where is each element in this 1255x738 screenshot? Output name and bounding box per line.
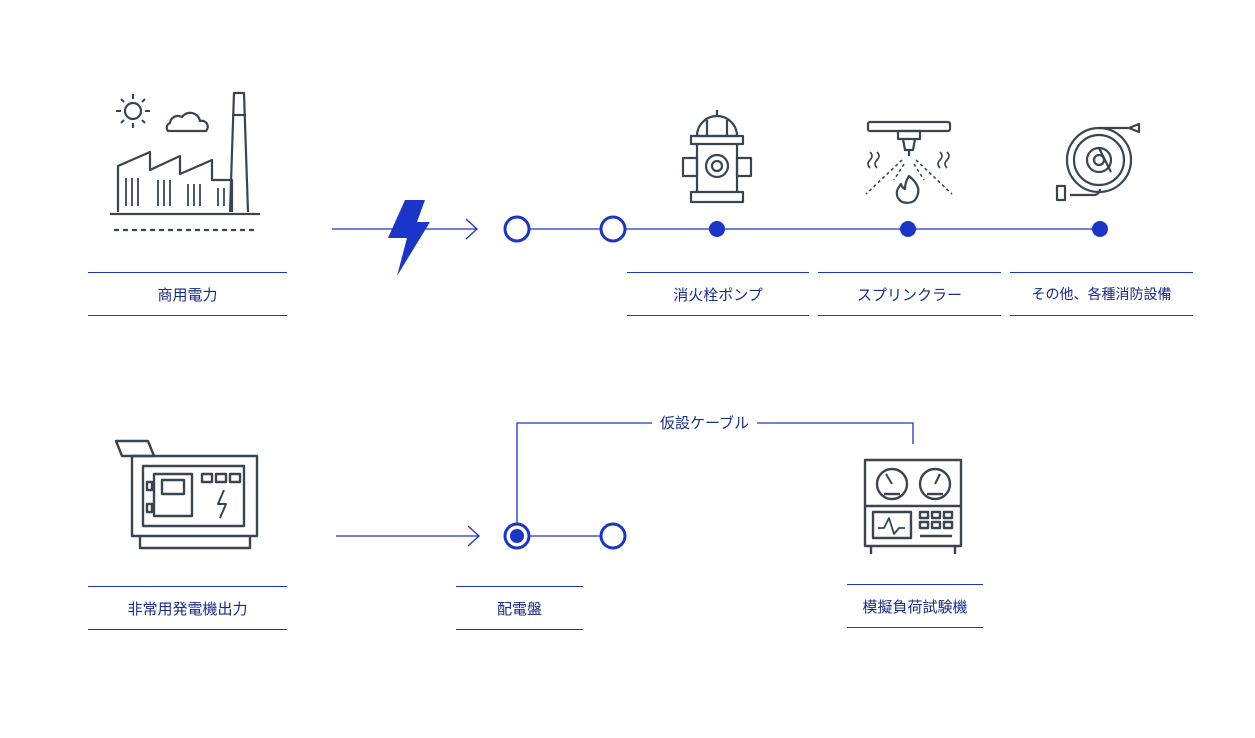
fire-pump-label: 消火栓ポンプ: [627, 272, 809, 316]
load-tester-icon: [863, 458, 963, 554]
other-equipment-label: その他、各種消防設備: [1010, 272, 1193, 316]
top-node-sprinkler: [900, 221, 916, 237]
generator-icon: [114, 439, 259, 550]
switchboard-label: 配電盤: [456, 586, 583, 630]
bottom-input-arrow: [336, 525, 480, 547]
bottom-node-2: [599, 522, 627, 550]
sprinkler-label: スプリンクラー: [818, 272, 1001, 316]
switchboard-node-inner: [510, 529, 524, 543]
lightning-icon: [388, 200, 430, 276]
factory-icon: [110, 91, 260, 232]
sprinkler-icon: [865, 120, 953, 204]
temp-cable-line: [516, 422, 914, 536]
top-node-hydrant: [709, 221, 725, 237]
temp-cable-label: 仮設ケーブル: [652, 412, 758, 433]
top-node-1: [503, 215, 531, 243]
generator-output-label: 非常用発電機出力: [88, 586, 287, 630]
top-node-other: [1092, 221, 1108, 237]
fire-hydrant-icon: [681, 110, 753, 204]
load-tester-label: 模擬負荷試験機: [847, 584, 983, 628]
commercial-power-label: 商用電力: [88, 272, 287, 316]
top-node-2: [599, 215, 627, 243]
hose-reel-icon: [1055, 122, 1141, 202]
